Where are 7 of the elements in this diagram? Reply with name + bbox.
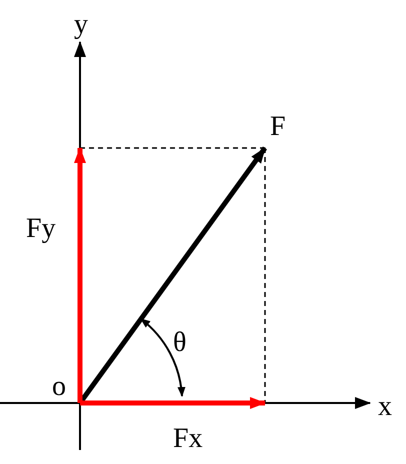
axis-label: x: [378, 392, 392, 422]
axis-label: y: [74, 10, 88, 40]
angle-label: θ: [173, 328, 186, 358]
vector-label: F: [270, 112, 286, 142]
origin-label: o: [52, 372, 66, 402]
component-label: Fy: [26, 214, 56, 244]
component-label: Fx: [173, 424, 203, 454]
